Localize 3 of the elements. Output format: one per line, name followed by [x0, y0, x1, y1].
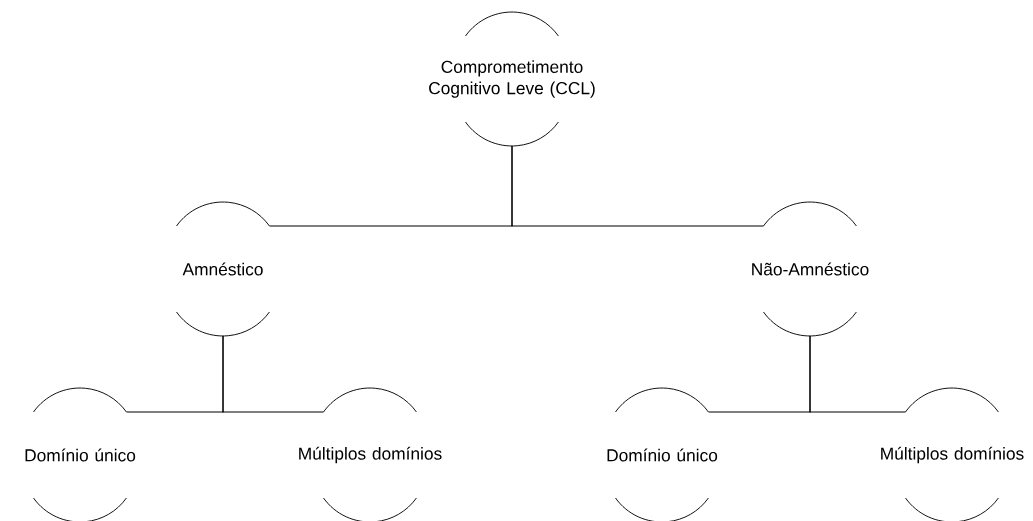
connector-line [222, 335, 325, 413]
connector-line [809, 335, 907, 413]
connector-line [511, 145, 765, 227]
